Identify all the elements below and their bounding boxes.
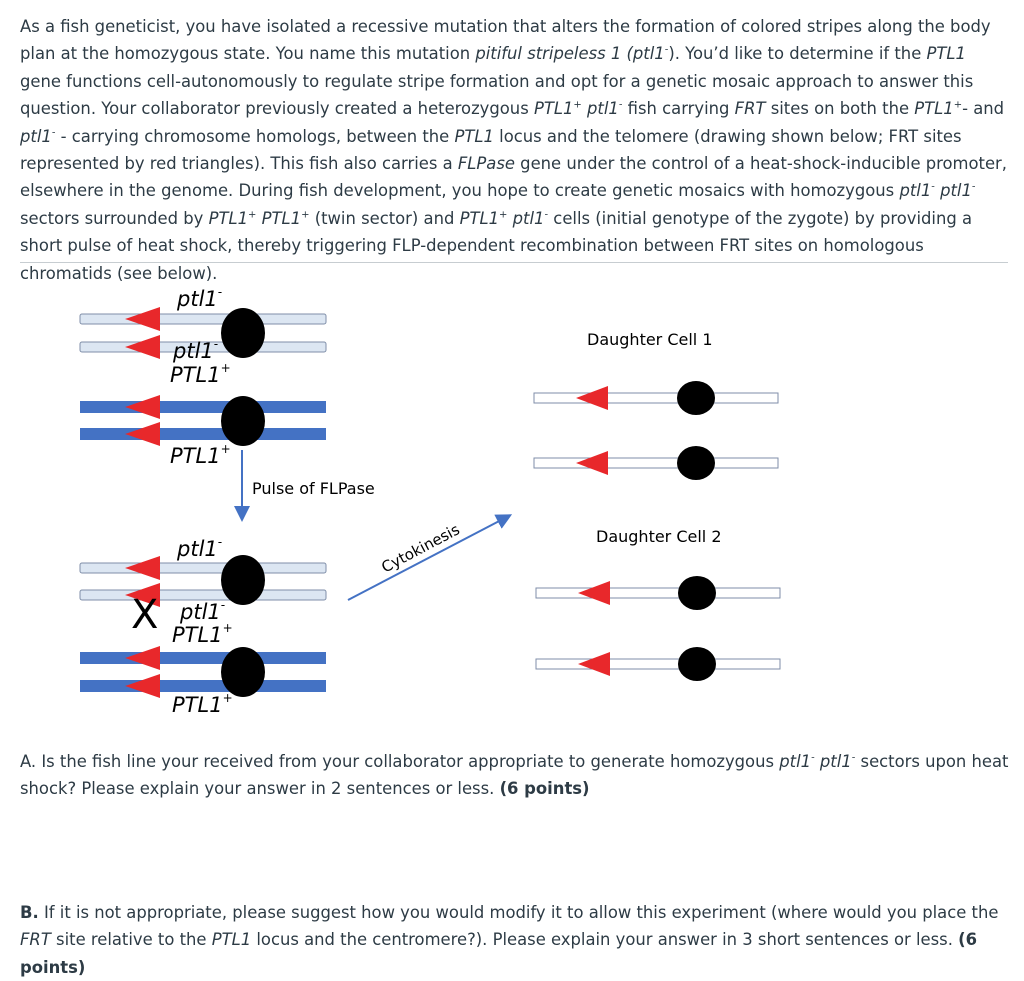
chromatid-outline — [535, 658, 781, 670]
chromatid-light-2b — [79, 589, 327, 601]
pulse-label: Pulse of FLPase — [252, 479, 375, 498]
frt-triangle — [125, 674, 160, 698]
centromere-dot — [677, 446, 715, 480]
chromatid-outline — [535, 587, 781, 599]
centromere-dot — [221, 396, 265, 446]
chromatid-dark-1b — [80, 652, 326, 664]
label-ptl1-minus-top: ptl1- — [176, 285, 222, 311]
frt-triangle — [125, 583, 160, 607]
section-divider — [20, 262, 1008, 263]
frt-triangle — [125, 335, 160, 359]
question-a: A. Is the fish line your received from y… — [20, 752, 1009, 799]
pre-pulse-group: ptl1- ptl1- PTL1+ PTL1+ — [79, 285, 327, 468]
chromatid-light-1b — [79, 562, 327, 574]
frt-triangle — [578, 652, 610, 676]
intro-paragraph: As a fish geneticist, you have isolated … — [20, 17, 1008, 283]
centromere-dot — [678, 576, 716, 610]
chromatid-light-1 — [79, 313, 327, 325]
chromatid-outline — [533, 392, 779, 404]
chromatid-dark-2b — [80, 680, 326, 692]
label-ptl1-plus-mid-2: PTL1+ — [172, 621, 233, 647]
centromere-dot — [678, 647, 716, 681]
mosaic-diagram: ptl1- ptl1- PTL1+ PTL1+ Pulse of FLPase … — [0, 270, 1024, 720]
diagram-canvas: ptl1- ptl1- PTL1+ PTL1+ Pulse of FLPase … — [79, 285, 781, 717]
centromere-dot — [221, 555, 265, 605]
centromere-dot — [221, 647, 265, 697]
daughter-cell-1-label: Daughter Cell 1 — [587, 330, 713, 349]
chromatid-dark-1 — [80, 401, 326, 413]
frt-triangle — [125, 395, 160, 419]
centromere-dot — [677, 381, 715, 415]
label-ptl1-minus-top-2: ptl1- — [176, 535, 222, 561]
label-ptl1-plus-bottom: PTL1+ — [170, 442, 231, 468]
label-ptl1-plus-mid: PTL1+ — [170, 361, 231, 387]
frt-triangle — [125, 307, 160, 331]
chromatid-dark-2 — [80, 428, 326, 440]
frt-triangle — [125, 422, 160, 446]
crossover-mark: X — [131, 592, 158, 638]
label-ptl1-plus-bottom-2: PTL1+ — [172, 691, 233, 717]
post-pulse-group: ptl1- X ptl1- PTL1+ PTL1+ — [79, 535, 327, 717]
label-ptl1-minus-mid-2: ptl1- — [179, 598, 225, 624]
frt-triangle — [125, 556, 160, 580]
frt-triangle — [576, 451, 608, 475]
cytokinesis-label: Cytokinesis — [378, 520, 462, 576]
chromatid-outline — [533, 457, 779, 469]
frt-triangle — [578, 581, 610, 605]
daughter-cell-2-label: Daughter Cell 2 — [596, 527, 722, 546]
cytokinesis-arrow — [347, 514, 513, 601]
daughter-cell-1: Daughter Cell 1 — [533, 330, 779, 480]
frt-triangle — [125, 646, 160, 670]
daughter-cell-2: Daughter Cell 2 — [535, 527, 781, 681]
centromere-dot — [221, 308, 265, 358]
frt-triangle — [576, 386, 608, 410]
question-b: B. If it is not appropriate, please sugg… — [20, 903, 999, 977]
label-ptl1-minus-mid: ptl1- — [172, 337, 218, 363]
